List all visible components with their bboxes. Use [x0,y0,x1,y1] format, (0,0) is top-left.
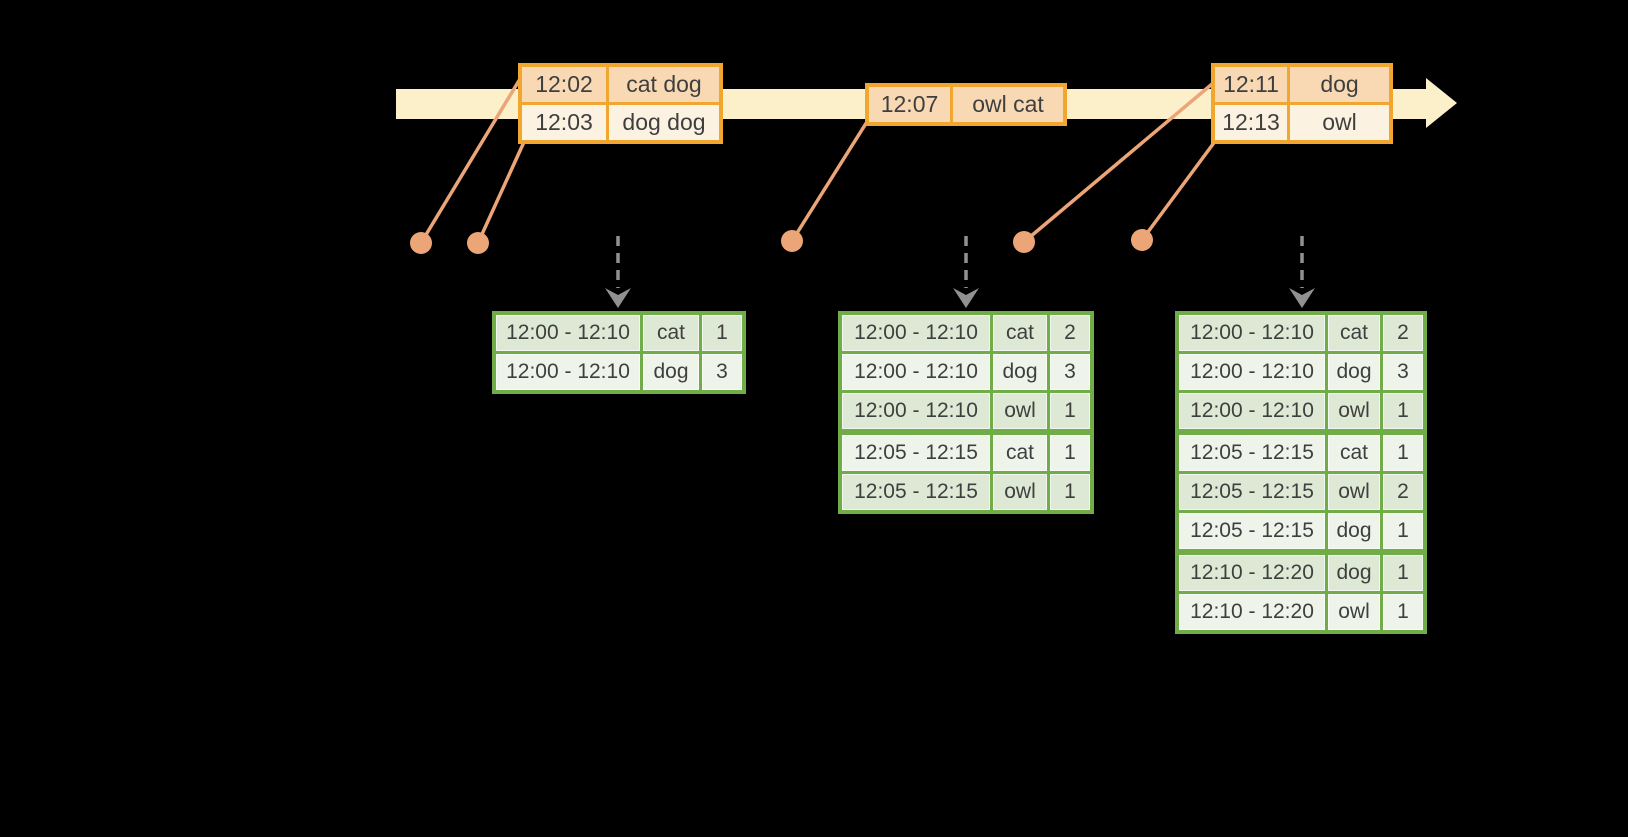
table-cell: 12:10 - 12:20 [1175,591,1328,634]
table-cell: cat dog [606,63,723,105]
table-cell: cat [990,429,1050,474]
table-cell: 2 [1380,471,1427,513]
table-cell: 12:00 - 12:10 [838,311,993,354]
table-cell: owl [990,471,1050,514]
event-connector-line [790,116,872,242]
table-cell: cat [1325,429,1383,474]
table-cell: owl [990,390,1050,434]
table-cell: 1 [699,311,746,354]
table-cell: dog [1325,549,1383,594]
trigger-arrowhead [953,288,979,308]
table-cell: 12:03 [518,102,609,144]
table-cell: 12:05 - 12:15 [1175,510,1328,554]
table-cell: dog dog [606,102,723,144]
table-cell: owl [1325,591,1383,634]
event-time-dot [467,232,489,254]
table-cell: 12:00 - 12:10 [1175,351,1328,393]
table-cell: 12:05 - 12:15 [1175,471,1328,513]
table-cell: owl [1325,390,1383,434]
table-cell: 12:00 - 12:10 [1175,390,1328,434]
event-time-dot [781,230,803,252]
table-cell: dog [1325,351,1383,393]
table-cell: 12:05 - 12:15 [1175,429,1328,474]
trigger-arrowhead [605,288,631,308]
table-cell: 2 [1380,311,1427,354]
table-cell: cat [1325,311,1383,354]
table-cell: owl [1325,471,1383,513]
table-cell: dog [1325,510,1383,554]
table-cell: dog [990,351,1050,393]
table-cell: 12:00 - 12:10 [492,351,643,394]
event-time-dot [1131,229,1153,251]
event-connector-line [476,141,526,244]
table-cell: 12:11 [1211,63,1290,105]
table-cell: 1 [1380,429,1427,474]
table-cell: 3 [1380,351,1427,393]
table-cell: 1 [1047,471,1094,514]
event-time-dot [1013,231,1035,253]
table-cell: cat [990,311,1050,354]
trigger-arrowhead [1289,288,1315,308]
table-cell: 12:00 - 12:10 [1175,311,1328,354]
table-cell: 3 [699,351,746,394]
table-cell: dog [640,351,702,394]
table-cell: owl cat [950,83,1067,126]
table-cell: 12:07 [865,83,953,126]
table-cell: 12:05 - 12:15 [838,471,993,514]
table-cell: 1 [1047,429,1094,474]
table-cell: 1 [1380,510,1427,554]
table-cell: 12:00 - 12:10 [838,351,993,393]
table-cell: 1 [1380,549,1427,594]
table-cell: owl [1287,102,1393,144]
table-cell: 1 [1380,591,1427,634]
event-time-dot [410,232,432,254]
table-cell: 12:00 - 12:10 [492,311,643,354]
table-cell: 1 [1047,390,1094,434]
table-cell: 12:10 - 12:20 [1175,549,1328,594]
table-cell: 12:13 [1211,102,1290,144]
table-cell: 12:05 - 12:15 [838,429,993,474]
table-cell: 12:02 [518,63,609,105]
table-cell: dog [1287,63,1393,105]
event-connector-line [1022,77,1220,244]
table-cell: 12:00 - 12:10 [838,390,993,434]
table-cell: 2 [1047,311,1094,354]
table-cell: 3 [1047,351,1094,393]
event-connector-line [1140,138,1218,242]
table-cell: cat [640,311,702,354]
event-connector-line [419,73,525,244]
table-cell: 1 [1380,390,1427,434]
